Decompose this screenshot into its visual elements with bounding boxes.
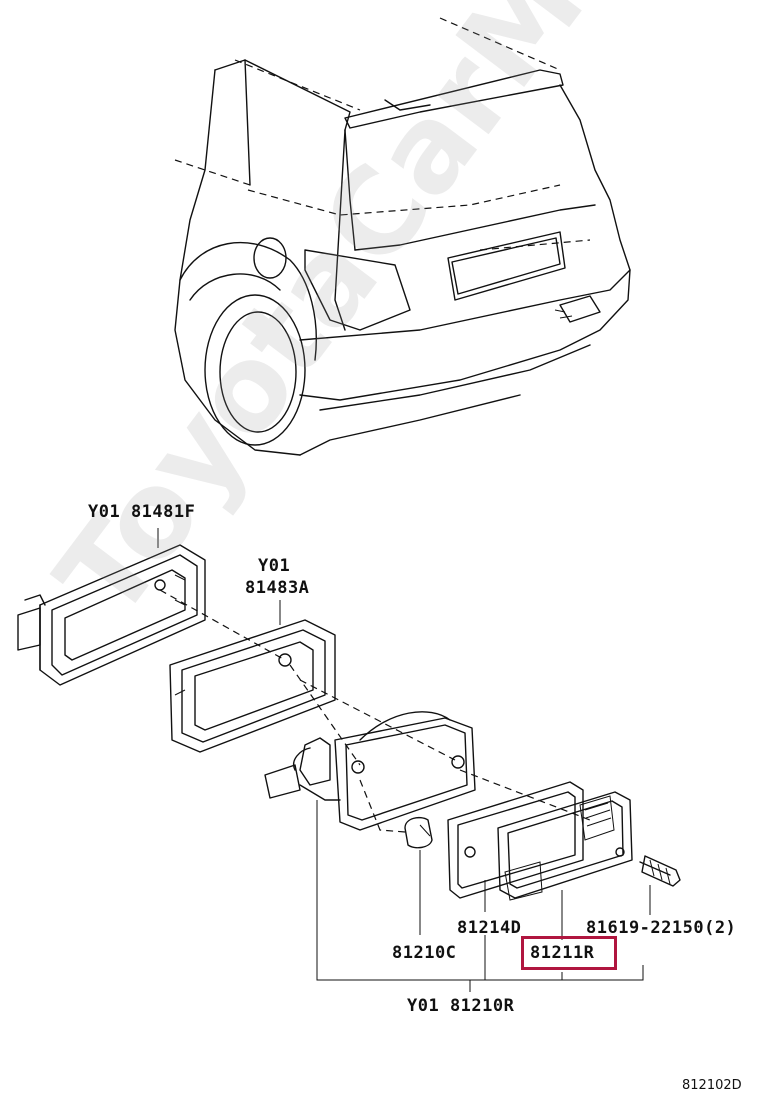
bulb-drawing <box>404 816 433 849</box>
lens-gasket-81214d-drawing <box>447 781 584 899</box>
diagram-code: 812102D <box>682 1078 742 1093</box>
label-81483a[interactable]: 81483A <box>245 578 310 598</box>
car-rear-illustration <box>174 17 631 456</box>
label-81483a-prefix[interactable]: Y01 <box>258 556 291 576</box>
label-81210c[interactable]: 81210C <box>392 943 457 963</box>
highlight-box-81211r <box>521 936 617 970</box>
lens-81211r-drawing <box>497 791 633 901</box>
lamp-body-drawing <box>264 711 476 831</box>
label-81481f[interactable]: Y01 81481F <box>88 502 196 522</box>
gasket-81483a-drawing <box>169 619 336 753</box>
screw-drawing <box>639 855 681 887</box>
housing-81481f-drawing <box>17 544 206 686</box>
label-81214d[interactable]: 81214D <box>457 918 522 938</box>
label-81619-22150[interactable]: 81619-22150(2) <box>586 918 737 938</box>
label-81211r[interactable]: 81211R <box>530 943 595 963</box>
label-81210r[interactable]: Y01 81210R <box>407 996 515 1016</box>
